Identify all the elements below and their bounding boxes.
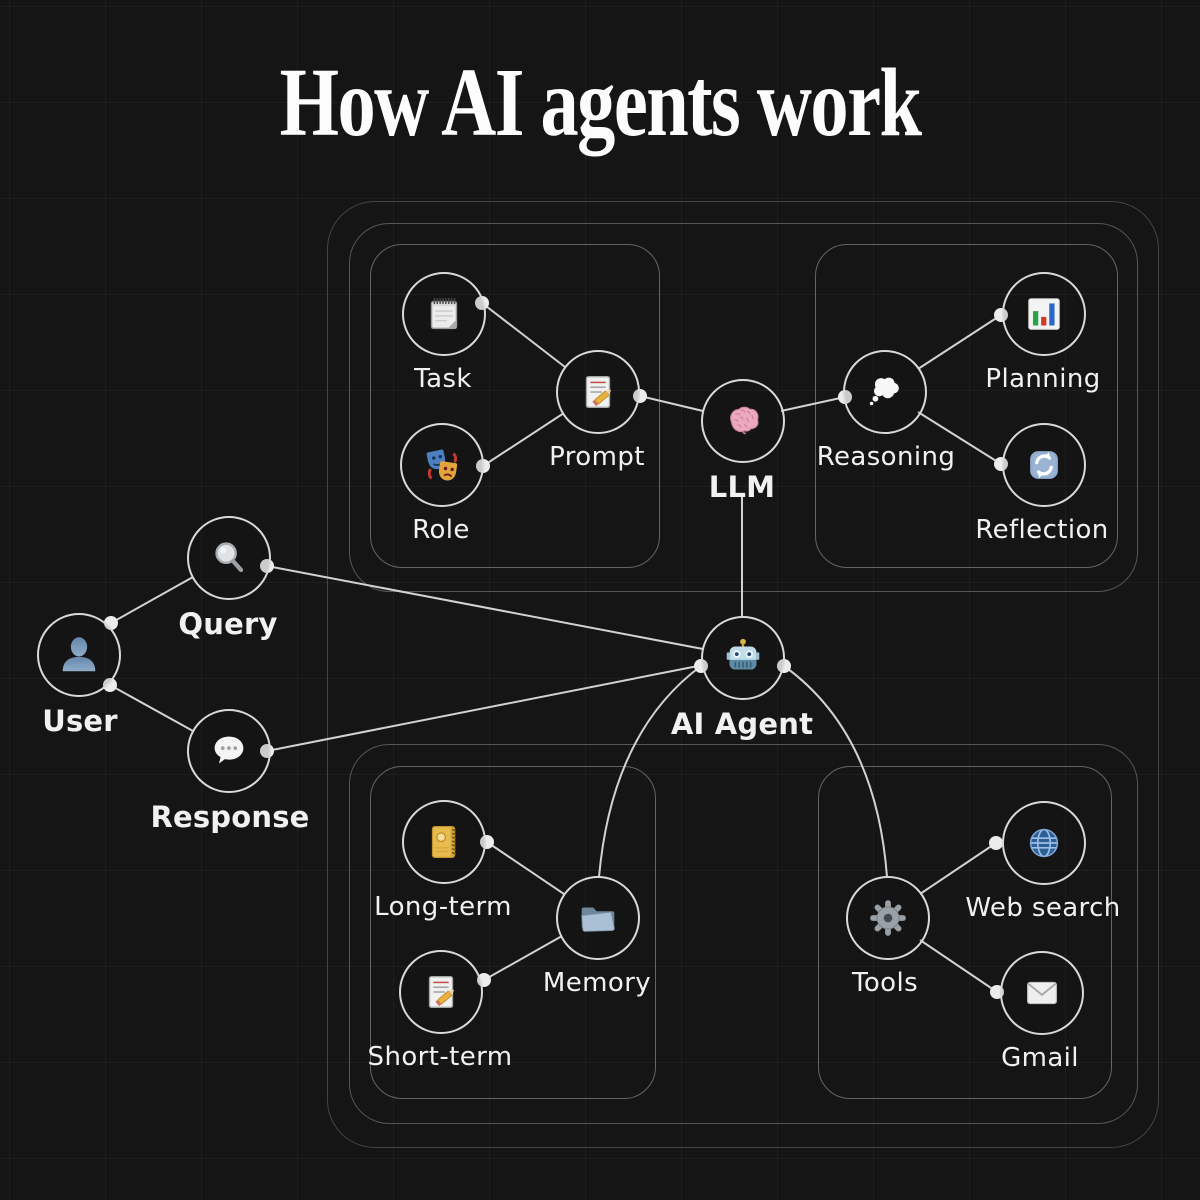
node-prompt-label: Prompt: [549, 442, 645, 472]
node-llm: [701, 379, 785, 463]
node-long-term: [402, 800, 486, 884]
notebook-icon: [421, 819, 467, 865]
envelope-icon: [1019, 970, 1065, 1016]
bottom-section-container: [349, 744, 1138, 1124]
node-memory-label: Memory: [542, 968, 652, 998]
node-prompt: [556, 350, 640, 434]
magnifying-glass-icon: [206, 535, 252, 581]
llm-section-container: [349, 223, 1138, 592]
reasoning-group-box: [815, 244, 1118, 568]
node-planning: [1002, 272, 1086, 356]
refresh-arrows-icon: [1021, 442, 1067, 488]
open-folder-icon: [575, 895, 621, 941]
tools-group-box: [818, 766, 1112, 1099]
node-llm-label: LLM: [708, 470, 776, 504]
person-silhouette-icon: [56, 632, 102, 678]
node-memory: [556, 876, 640, 960]
node-role: [400, 423, 484, 507]
spiral-notepad-icon: [421, 291, 467, 337]
node-user: [37, 613, 121, 697]
theater-masks-icon: [419, 442, 465, 488]
globe-icon: [1021, 820, 1067, 866]
thought-cloud-icon: [862, 369, 908, 415]
gear-icon: [865, 895, 911, 941]
node-reflection: [1002, 423, 1086, 507]
node-web-search-label: Web search: [965, 893, 1121, 923]
node-reasoning-label: Reasoning: [816, 442, 956, 472]
node-query: [187, 516, 271, 600]
node-response: [187, 709, 271, 793]
node-short-term-label: Short-term: [367, 1042, 513, 1072]
prompt-group-box: [370, 244, 660, 568]
node-agent: [701, 616, 785, 700]
node-tools-label: Tools: [851, 968, 919, 998]
memory-group-box: [370, 766, 656, 1099]
brain-icon: [720, 398, 766, 444]
speech-bubble-icon: [206, 728, 252, 774]
node-gmail: [1000, 951, 1084, 1035]
node-reasoning: [843, 350, 927, 434]
node-planning-label: Planning: [985, 364, 1101, 394]
robot-icon: [720, 635, 766, 681]
page-title: How AI agents work: [279, 49, 922, 157]
node-role-label: Role: [412, 515, 470, 545]
agent-system-container: [327, 201, 1159, 1148]
node-long-term-label: Long-term: [374, 892, 512, 922]
node-agent-label: AI Agent: [670, 707, 814, 741]
node-tools: [846, 876, 930, 960]
bar-chart-icon: [1021, 291, 1067, 337]
node-reflection-label: Reflection: [975, 515, 1109, 545]
memo-pencil-icon: [418, 969, 464, 1015]
node-response-label: Response: [150, 800, 310, 834]
node-gmail-label: Gmail: [1001, 1043, 1079, 1073]
node-user-label: User: [42, 704, 118, 738]
node-query-label: Query: [178, 607, 278, 641]
node-web-search: [1002, 801, 1086, 885]
node-short-term: [399, 950, 483, 1034]
node-task-label: Task: [414, 364, 472, 394]
node-task: [402, 272, 486, 356]
memo-pencil-icon: [575, 369, 621, 415]
